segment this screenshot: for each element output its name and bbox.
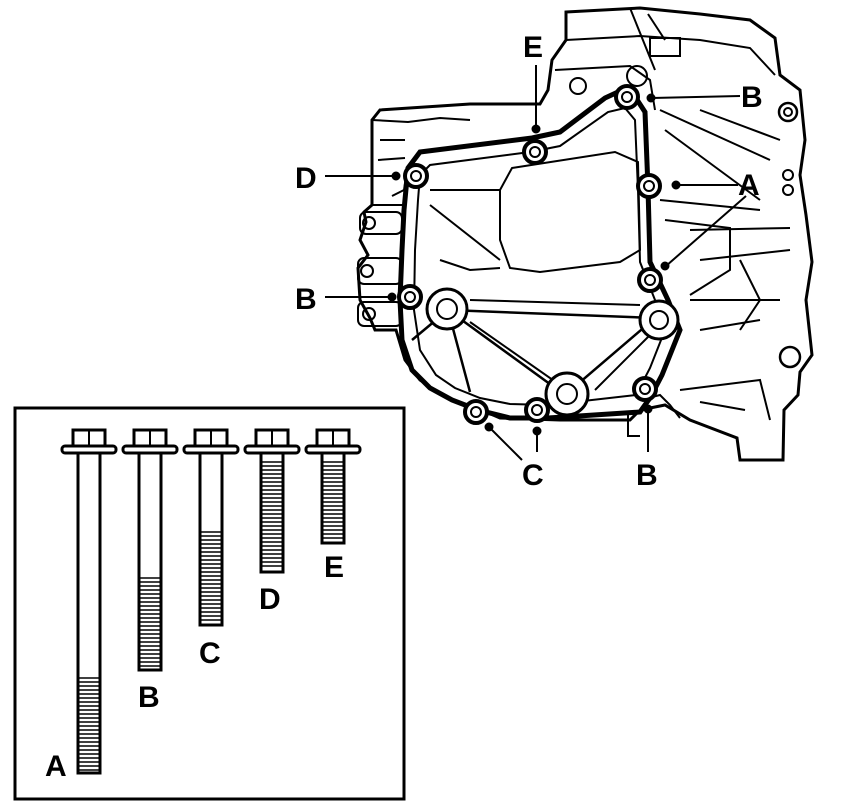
callout-d-left: D [295, 162, 317, 195]
callout-labels: E B D A B C B [295, 31, 763, 492]
bolt-position-b-top [614, 84, 640, 110]
bolt-legend: A B C D E [13, 406, 406, 801]
legend-label-d: D [259, 583, 281, 616]
legend-label-c: C [199, 637, 221, 670]
callout-leaders [325, 65, 747, 461]
bolt-position-d [403, 163, 429, 189]
bolt-position-a-upper [636, 173, 662, 199]
legend-bolt-drawings [60, 428, 362, 775]
callout-b-left: B [295, 283, 317, 316]
bolt-position-c-left [463, 399, 489, 425]
bolt-position-a-lower [637, 267, 663, 293]
callout-b-bottom: B [636, 459, 658, 492]
legend-label-b: B [138, 681, 160, 714]
legend-bolt-b [121, 428, 179, 672]
legend-label-e: E [324, 551, 344, 584]
callout-b-top-right: B [741, 81, 763, 114]
legend-bolt-c [182, 428, 240, 627]
legend-bolt-e [304, 428, 362, 545]
legend-bolt-d [243, 428, 301, 574]
callout-a-right: A [738, 169, 760, 202]
bolt-position-c-right [524, 397, 550, 423]
bolt-position-b-left [397, 284, 423, 310]
callout-c-bottom: C [522, 459, 544, 492]
legend-label-a: A [45, 750, 67, 783]
pan-bolts [397, 84, 663, 425]
bolt-position-b-bottom [632, 376, 658, 402]
callout-e-top: E [523, 31, 543, 64]
bolt-position-e [522, 139, 548, 165]
legend-bolt-a [60, 428, 118, 775]
